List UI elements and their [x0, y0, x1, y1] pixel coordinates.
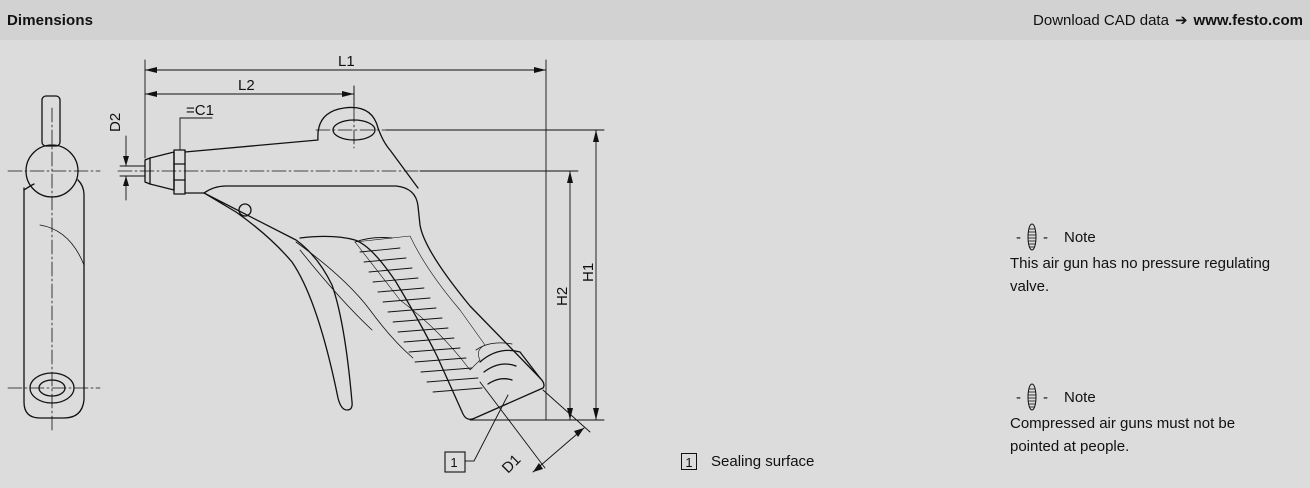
label-d2: D2	[107, 113, 124, 132]
label-callout: 1	[450, 455, 457, 470]
dimension-labels: L1 L2 =C1 1 D2 H1 H2 D1	[107, 53, 597, 477]
download-text: Download CAD data	[1033, 11, 1169, 29]
note-text: This air gun has no pressure regulating …	[1010, 255, 1271, 295]
note-icon	[1027, 223, 1037, 251]
festo-link[interactable]: www.festo.com	[1193, 11, 1303, 29]
note-label: Note	[1064, 388, 1096, 406]
label-h1: H1	[580, 263, 597, 282]
note-text: Compressed air guns must not be pointed …	[1010, 415, 1236, 455]
legend-number: 1	[681, 453, 697, 470]
gun-outline	[144, 106, 545, 420]
legend-text: Sealing surface	[711, 453, 815, 470]
label-h2: H2	[554, 287, 571, 306]
label-l2: L2	[238, 77, 255, 94]
side-view	[23, 95, 85, 419]
dimension-lines	[119, 59, 605, 473]
arrowheads	[123, 67, 599, 472]
section-title: Dimensions	[7, 11, 94, 29]
center-lines	[7, 85, 421, 433]
label-d1: D1	[499, 451, 525, 477]
header-bar: Dimensions Download CAD data ➔ www.festo…	[0, 0, 1310, 40]
note-label: Note	[1064, 228, 1096, 246]
grip-ribs	[354, 235, 486, 393]
label-c1: =C1	[186, 102, 214, 119]
arrow-right-icon: ➔	[1174, 12, 1188, 29]
hose-fitting	[475, 342, 541, 385]
label-l1: L1	[338, 53, 355, 70]
note-icon	[1027, 383, 1037, 411]
note-2: - - Note Compressed air guns must not be…	[1010, 382, 1280, 458]
cad-download: Download CAD data ➔ www.festo.com	[1033, 11, 1303, 30]
note-1: - - Note This air gun has no pressure re…	[1010, 222, 1280, 298]
legend-item: 1 Sealing surface	[681, 453, 814, 470]
dimension-drawing: L1 L2 =C1 1 D2 H1 H2 D1	[7, 53, 605, 477]
callout-box	[444, 451, 466, 473]
